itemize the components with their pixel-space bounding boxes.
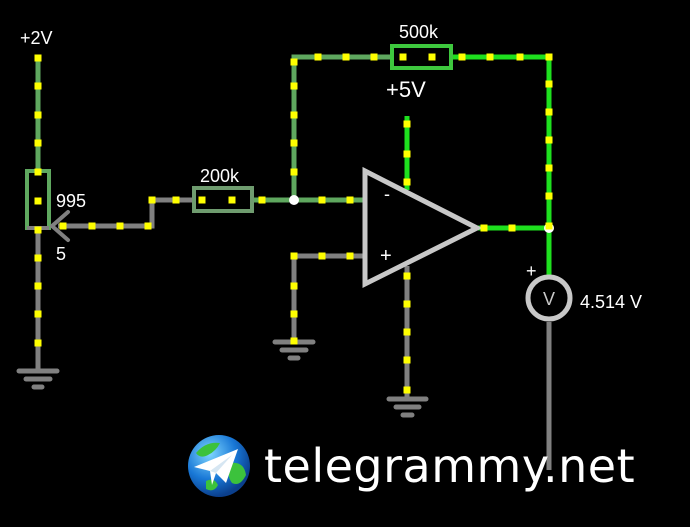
current-dot [34,310,42,318]
current-dot [403,300,411,308]
pot-wiper-arrow [50,210,70,228]
resistor-feedback-value: 500k [399,22,439,42]
voltmeter-polarity: + [526,261,537,281]
current-dot [486,53,494,61]
current-dot [228,196,236,204]
current-dots [34,53,553,394]
current-dot [403,272,411,280]
current-dot [290,111,298,119]
ground-icon [386,396,429,418]
current-dot [290,282,298,290]
resistor-input[interactable] [192,186,254,213]
opamp[interactable] [362,166,483,289]
current-dot [480,224,488,232]
current-dot [148,196,156,204]
current-dot [545,53,553,61]
current-dot [290,58,298,66]
current-dot [290,252,298,260]
current-dot [545,136,553,144]
current-dot [290,337,298,345]
current-dot [403,178,411,186]
current-dot [34,111,42,119]
resistor-input-value: 200k [200,166,240,186]
current-dot [88,222,96,230]
ground-icon [16,368,60,390]
current-dot [290,82,298,90]
current-dot [34,226,42,234]
current-dot [116,222,124,230]
current-dot [403,150,411,158]
voltmeter-reading: 4.514 V [580,292,642,312]
current-dot [516,53,524,61]
current-dot [545,192,553,200]
current-dot [342,53,350,61]
watermark: telegrammy.net [186,434,635,498]
telegram-globe-icon [188,435,250,497]
current-dot [34,254,42,262]
current-dot [346,196,354,204]
current-dot [34,339,42,347]
current-dot [346,252,354,260]
current-dot [314,53,322,61]
current-dot [403,328,411,336]
current-dot [370,53,378,61]
current-dot [34,168,42,176]
current-dot [508,224,516,232]
current-dot [34,82,42,90]
wire-noninverting-ground[interactable] [291,253,365,342]
voltmeter-symbol: V [543,289,555,309]
current-dot [545,108,553,116]
junction-node-inverting [289,195,299,205]
voltmeter[interactable] [525,274,573,322]
pot-lower-value: 5 [56,244,66,264]
current-dot [34,282,42,290]
current-dot [144,222,152,230]
current-dot [290,168,298,176]
current-dot [318,252,326,260]
current-dot [399,53,407,61]
current-dot [458,53,466,61]
current-dot [545,222,553,230]
current-dot [290,139,298,147]
current-dot [258,196,266,204]
wire-feedback-left[interactable] [291,54,392,200]
pot-upper-value: 995 [56,191,86,211]
current-dot [59,222,67,230]
current-dot [198,196,206,204]
current-dot [34,197,42,205]
current-dot [403,356,411,364]
current-dot [545,80,553,88]
current-dot [172,196,180,204]
current-dot [428,53,436,61]
current-dot [403,120,411,128]
supply-voltage-label: +5V [386,77,426,102]
current-dot [34,54,42,62]
watermark-text: telegrammy.net [264,439,636,493]
current-dot [318,196,326,204]
input-voltage-label: +2V [20,28,53,48]
current-dot [403,386,411,394]
opamp-noninverting-label: + [380,245,392,267]
current-dot [34,139,42,147]
current-dot [545,164,553,172]
resistor-feedback[interactable] [390,44,453,70]
opamp-inverting-label: - [384,184,390,204]
wire-feedback-right[interactable] [452,54,552,228]
current-dot [290,310,298,318]
